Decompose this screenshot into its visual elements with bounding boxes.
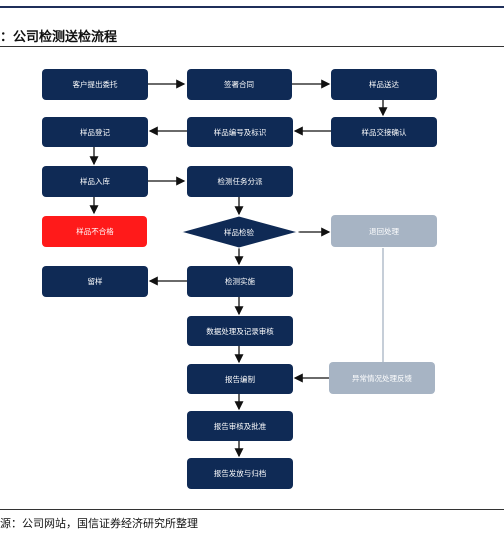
svg-text:样品送达: 样品送达 <box>369 79 399 89</box>
svg-text:报告编制: 报告编制 <box>225 374 255 384</box>
node-sample-labeling: 样品编号及标识 <box>187 117 293 147</box>
svg-text:样品交接确认: 样品交接确认 <box>362 127 407 137</box>
node-exception-feedback: 异常情况处理反馈 <box>329 362 435 394</box>
svg-text:异常情况处理反馈: 异常情况处理反馈 <box>352 373 412 383</box>
node-task-assignment: 检测任务分派 <box>187 166 293 197</box>
node-report-approval: 报告审核及批准 <box>187 411 293 441</box>
node-return-handling: 退回处理 <box>331 215 437 247</box>
source-rule <box>0 509 504 510</box>
svg-text:样品不合格: 样品不合格 <box>76 226 114 236</box>
svg-text:退回处理: 退回处理 <box>369 226 399 236</box>
top-rule <box>0 6 504 8</box>
title-rule <box>0 46 504 47</box>
svg-text:报告发放与归档: 报告发放与归档 <box>214 468 267 478</box>
node-handover-confirmation: 样品交接确认 <box>331 117 437 147</box>
node-report-preparation: 报告编制 <box>187 364 293 394</box>
svg-text:签署合同: 签署合同 <box>224 79 254 89</box>
svg-text:样品登记: 样品登记 <box>80 127 110 137</box>
svg-text:报告审核及批准: 报告审核及批准 <box>214 421 267 431</box>
svg-text:数据处理及记录审核: 数据处理及记录审核 <box>206 326 274 336</box>
svg-text:样品编号及标识: 样品编号及标识 <box>214 127 267 137</box>
svg-text:留样: 留样 <box>88 276 103 286</box>
decision-sample-inspection: 样品检验 <box>179 215 300 249</box>
svg-text:检测实施: 检测实施 <box>225 276 255 286</box>
node-testing: 检测实施 <box>187 266 293 297</box>
node-sample-unqualified: 样品不合格 <box>42 216 147 247</box>
node-report-issue-archive: 报告发放与归档 <box>187 458 293 489</box>
node-sample-storage: 样品入库 <box>42 166 148 197</box>
source-note: 源：公司网站，国信证券经济研究所整理 <box>0 517 198 530</box>
svg-text:检测任务分派: 检测任务分派 <box>218 176 263 186</box>
node-client-request: 客户提出委托 <box>42 69 148 100</box>
svg-text:客户提出委托: 客户提出委托 <box>73 79 118 89</box>
node-sample-arrival: 样品送达 <box>331 69 437 100</box>
node-sign-contract: 签署合同 <box>187 69 292 100</box>
node-data-review: 数据处理及记录审核 <box>187 316 293 346</box>
node-sample-retention: 留样 <box>42 266 148 297</box>
node-sample-registration: 样品登记 <box>42 117 148 147</box>
svg-text:样品检验: 样品检验 <box>224 227 254 237</box>
svg-text:样品入库: 样品入库 <box>80 176 110 186</box>
figure-title: ：公司检测送检流程 <box>0 30 118 45</box>
